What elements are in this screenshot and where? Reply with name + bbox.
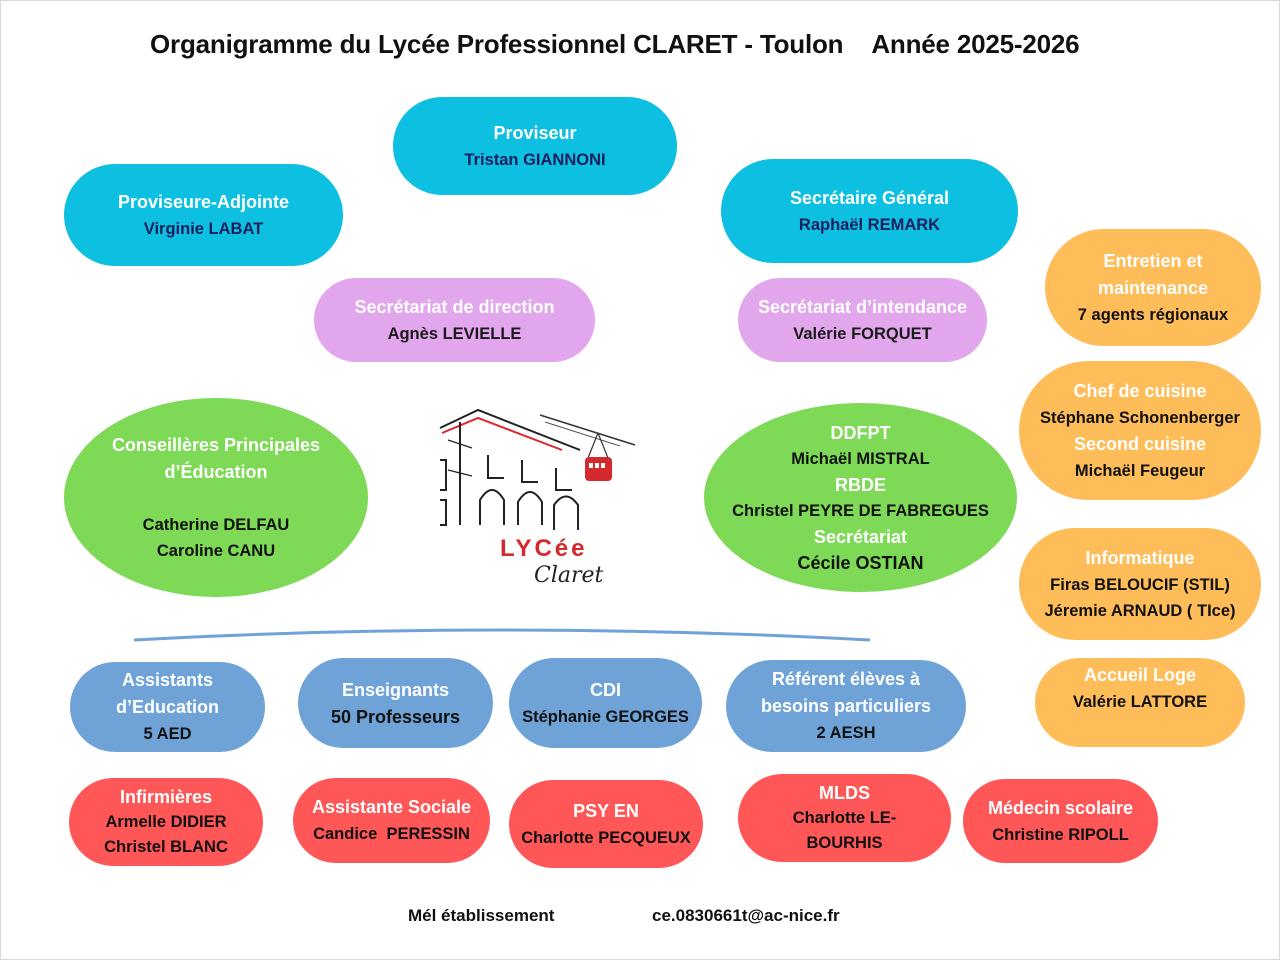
- title-text: Organigramme du Lycée Professionnel CLAR…: [150, 29, 844, 59]
- person-name: 5 AED: [143, 725, 192, 743]
- node-secretariat-intendance: Secrétariat d’intendance Valérie FORQUET: [738, 278, 987, 362]
- school-year: Année 2025-2026: [871, 29, 1080, 59]
- person-name: Valérie FORQUET: [793, 324, 932, 343]
- person-name: Raphaël REMARK: [798, 215, 941, 234]
- role-label: Secrétariat d’intendance: [757, 296, 968, 317]
- role-label: Proviseure-Adjointe: [117, 191, 290, 212]
- node-entretien: Entretien et maintenance 7 agents région…: [1045, 229, 1261, 346]
- person-name: Michaël MISTRAL: [791, 449, 930, 468]
- role-label: Proviseur: [493, 122, 577, 143]
- role-label-line2: d’Education: [116, 697, 219, 717]
- school-email[interactable]: ce.0830661t@ac-nice.fr: [652, 906, 840, 925]
- person-name: 7 agents régionaux: [1077, 305, 1229, 324]
- role-label: Infirmières: [119, 787, 213, 807]
- person-name: Catherine DELFAU: [142, 515, 290, 534]
- role-label: Accueil Loge: [1083, 665, 1197, 685]
- person-name: 50 Professeurs: [330, 706, 461, 727]
- person-name: Stéphane Schonenberger: [1040, 408, 1240, 427]
- node-cpe: Conseillères Principales d’Éducation Cat…: [64, 398, 368, 597]
- role-label-line2: besoins particuliers: [760, 696, 932, 716]
- role-label: Assistante Sociale: [311, 797, 472, 817]
- person-name: Charlotte LE-: [792, 809, 897, 827]
- person-name: Firas BELOUCIF (STIL): [1050, 575, 1230, 594]
- node-referent-besoins-particuliers: Référent élèves à besoins particuliers 2…: [726, 660, 966, 752]
- role-label: Enseignants: [341, 679, 450, 700]
- logo-text-lycee: LYCée: [500, 535, 588, 562]
- node-medecin-scolaire: Médecin scolaire Christine RIPOLL: [963, 779, 1158, 863]
- role-label-line1: Référent élèves à: [771, 669, 921, 689]
- node-assistants-education: Assistants d’Education 5 AED: [70, 662, 265, 752]
- role-label: Second cuisine: [1073, 433, 1207, 454]
- node-informatique: Informatique Firas BELOUCIF (STIL) Jérem…: [1019, 528, 1261, 640]
- role-label: PSY EN: [573, 800, 639, 821]
- role-label: Informatique: [1085, 547, 1195, 568]
- person-name: Candice PERESSIN: [313, 825, 470, 843]
- role-label: Médecin scolaire: [987, 797, 1134, 818]
- person-name: 2 AESH: [816, 724, 876, 742]
- role-label: Secrétariat: [813, 526, 908, 547]
- person-name: Tristan GIANNONI: [464, 150, 606, 169]
- role-label: Secrétaire Général: [789, 187, 950, 208]
- person-name: Agnès LEVIELLE: [387, 324, 522, 343]
- node-cuisine: Chef de cuisine Stéphane Schonenberger S…: [1019, 361, 1261, 500]
- person-name: Christel BLANC: [104, 838, 228, 856]
- building-icon: [439, 408, 581, 530]
- role-label: Secrétariat de direction: [354, 296, 555, 317]
- role-label: RBDE: [834, 474, 886, 495]
- email-label: Mél établissement: [408, 906, 555, 925]
- person-name: Christel PEYRE DE FABREGUES: [732, 501, 989, 520]
- node-proviseure-adjointe: Proviseure-Adjointe Virginie LABAT: [64, 164, 343, 266]
- person-name: Christine RIPOLL: [992, 825, 1129, 844]
- node-secretariat-direction: Secrétariat de direction Agnès LEVIELLE: [314, 278, 595, 362]
- node-psy-en: PSY EN Charlotte PECQUEUX: [509, 780, 703, 868]
- node-proviseur: Proviseur Tristan GIANNONI: [393, 97, 677, 195]
- node-enseignants: Enseignants 50 Professeurs: [298, 658, 493, 748]
- role-label: Chef de cuisine: [1073, 380, 1207, 401]
- role-label-line2: maintenance: [1097, 277, 1209, 298]
- person-name: Jéremie ARNAUD ( TIce): [1044, 601, 1236, 620]
- person-name: Stéphanie GEORGES: [522, 707, 689, 726]
- role-label-line1: Assistants: [121, 670, 214, 690]
- node-cdi: CDI Stéphanie GEORGES: [509, 658, 702, 748]
- node-accueil-loge: Accueil Loge Valérie LATTORE: [1035, 658, 1245, 747]
- person-name: Caroline CANU: [156, 541, 276, 560]
- role-label-line1: Entretien et: [1103, 250, 1203, 271]
- role-label: MLDS: [819, 783, 870, 803]
- role-label-line1: Conseillères Principales: [111, 434, 321, 455]
- role-label-line2: d’Éducation: [164, 461, 268, 482]
- divider-line: [133, 628, 871, 642]
- person-name: Charlotte PECQUEUX: [521, 828, 691, 847]
- lycee-claret-logo: LYCée Claret: [439, 408, 636, 588]
- page-title: Organigramme du Lycée Professionnel CLAR…: [150, 24, 1200, 64]
- node-ddfpt: DDFPT Michaël MISTRAL RBDE Christel PEYR…: [704, 403, 1017, 592]
- person-name: Virginie LABAT: [143, 219, 264, 238]
- person-name: Michaël Feugeur: [1074, 461, 1206, 480]
- cable-car-icon: [539, 414, 636, 481]
- node-assistante-sociale: Assistante Sociale Candice PERESSIN: [293, 778, 490, 863]
- person-name: Valérie LATTORE: [1072, 693, 1208, 711]
- role-label: DDFPT: [830, 422, 891, 443]
- person-name: Armelle DIDIER: [105, 813, 227, 831]
- role-label: CDI: [590, 679, 621, 700]
- node-mlds: MLDS Charlotte LE- BOURHIS: [738, 774, 951, 862]
- node-infirmieres: Infirmières Armelle DIDIER Christel BLAN…: [69, 778, 263, 866]
- logo-text-claret: Claret: [534, 563, 604, 588]
- person-name: BOURHIS: [806, 834, 883, 852]
- person-name: Cécile OSTIAN: [797, 552, 924, 573]
- node-secretaire-general: Secrétaire Général Raphaël REMARK: [721, 159, 1018, 263]
